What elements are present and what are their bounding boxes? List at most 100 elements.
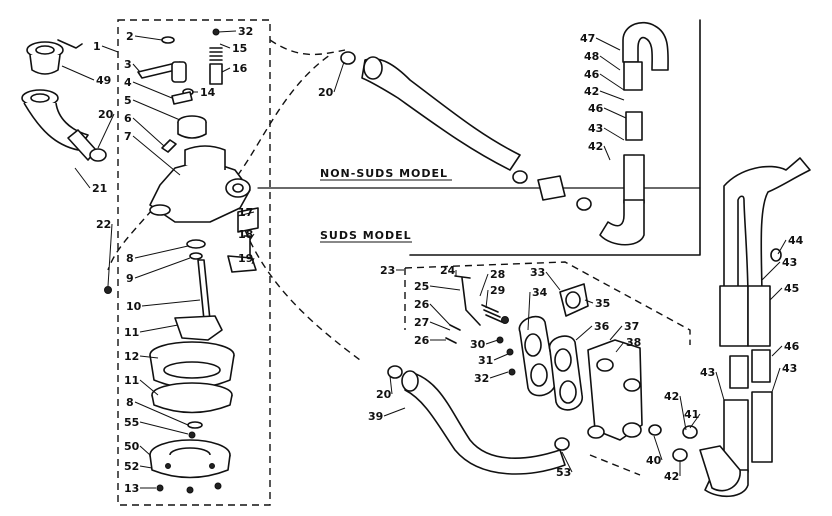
callout-c32a: 32 bbox=[238, 25, 253, 38]
pump-cover-parts bbox=[137, 28, 259, 494]
callout-c42c: 42 bbox=[664, 390, 679, 403]
leader-line-c11b bbox=[139, 379, 159, 396]
leader-line-c5 bbox=[132, 99, 181, 121]
suds-parts bbox=[387, 157, 811, 498]
leader-line-c49 bbox=[61, 65, 95, 81]
callout-c1: 1 bbox=[93, 40, 101, 53]
callout-c10: 10 bbox=[126, 300, 142, 313]
callout-c43d: 43 bbox=[782, 256, 797, 269]
leader-line-c42b bbox=[603, 145, 611, 161]
leader-line-c42c bbox=[679, 395, 687, 431]
callout-c45: 45 bbox=[784, 282, 799, 295]
elbow-hose-21 bbox=[21, 89, 97, 161]
leader-line-c8a bbox=[134, 245, 189, 259]
leader-line-c4 bbox=[132, 81, 173, 99]
leader-line-c31 bbox=[493, 353, 509, 361]
callout-c21: 21 bbox=[92, 182, 107, 195]
callout-c17: 17 bbox=[238, 206, 253, 219]
leader-line-c37 bbox=[609, 325, 623, 341]
callout-c26b: 26 bbox=[414, 334, 430, 347]
leader-line-c2 bbox=[134, 35, 163, 41]
callout-c23: 23 bbox=[380, 264, 395, 277]
leader-line-c44 bbox=[777, 239, 787, 255]
hose-clamp-20 bbox=[89, 148, 107, 162]
leader-line-c42a bbox=[599, 90, 625, 101]
suds-model-heading: SUDS MODEL bbox=[320, 229, 412, 242]
leader-line-c30 bbox=[485, 339, 499, 345]
callout-c12: 12 bbox=[124, 350, 139, 363]
screw-22 bbox=[104, 286, 112, 294]
callout-c24: 24 bbox=[440, 264, 456, 277]
main-pump-frame bbox=[117, 19, 271, 506]
leader-line-c18 bbox=[249, 233, 255, 241]
callout-c43a: 43 bbox=[588, 122, 603, 135]
callout-c46a: 46 bbox=[584, 68, 600, 81]
leader-line-c21 bbox=[74, 167, 91, 189]
leader-line-c32a bbox=[217, 30, 237, 33]
callout-c20a: 20 bbox=[98, 108, 114, 121]
callout-c48: 48 bbox=[584, 50, 599, 63]
leader-line-c35 bbox=[584, 299, 594, 304]
leader-line-c52 bbox=[139, 465, 153, 469]
callout-c8b: 8 bbox=[126, 396, 134, 409]
non-suds-model-heading: NON-SUDS MODEL bbox=[320, 167, 448, 180]
callout-c43c: 43 bbox=[782, 362, 797, 375]
leader-line-c39 bbox=[383, 407, 406, 417]
leader-line-c53 bbox=[561, 451, 573, 473]
callout-c42b: 42 bbox=[588, 140, 603, 153]
leader-line-c46c bbox=[771, 345, 783, 357]
callout-c3: 3 bbox=[124, 58, 132, 71]
callout-c55: 55 bbox=[124, 416, 139, 429]
callout-c42a: 42 bbox=[584, 85, 599, 98]
callout-c5: 5 bbox=[124, 94, 132, 107]
leader-line-c25 bbox=[429, 285, 461, 291]
callout-c43b: 43 bbox=[700, 366, 715, 379]
callout-c20b: 20 bbox=[318, 86, 334, 99]
leader-line-c28 bbox=[479, 273, 489, 297]
leader-line-c47 bbox=[595, 37, 621, 51]
callout-c52: 52 bbox=[124, 460, 139, 473]
callout-c33: 33 bbox=[530, 266, 545, 279]
callout-c6: 6 bbox=[124, 112, 132, 125]
callout-c27: 27 bbox=[414, 316, 429, 329]
leader-line-c32b bbox=[489, 371, 509, 379]
callout-c37: 37 bbox=[624, 320, 639, 333]
connection-paths bbox=[107, 39, 361, 361]
callout-c29: 29 bbox=[490, 284, 505, 297]
callout-c49: 49 bbox=[96, 74, 111, 87]
leader-line-c46b bbox=[603, 107, 627, 119]
leader-line-c1 bbox=[101, 45, 119, 53]
callout-labels: 1234567889101111121314151617181920202021… bbox=[61, 25, 804, 495]
leader-line-c17 bbox=[237, 211, 255, 217]
callout-c11b: 11 bbox=[124, 374, 139, 387]
callout-c35: 35 bbox=[595, 297, 610, 310]
callout-c46b: 46 bbox=[588, 102, 604, 115]
callout-c41: 41 bbox=[684, 408, 699, 421]
callout-c26a: 26 bbox=[414, 298, 430, 311]
callout-c31: 31 bbox=[478, 354, 493, 367]
leader-line-c26a bbox=[429, 303, 451, 326]
leader-line-c20c bbox=[389, 375, 393, 395]
leader-line-c11a bbox=[139, 324, 179, 333]
leader-line-c7 bbox=[132, 135, 181, 176]
leader-line-c45 bbox=[769, 287, 783, 301]
outlet-flange-49 bbox=[26, 39, 83, 75]
callout-c28: 28 bbox=[490, 268, 505, 281]
leader-line-c43a bbox=[603, 127, 625, 141]
leader-line-c33 bbox=[545, 271, 561, 291]
callout-c30: 30 bbox=[470, 338, 486, 351]
leader-line-c19 bbox=[251, 257, 255, 265]
callout-c16: 16 bbox=[232, 62, 248, 75]
callout-c22: 22 bbox=[96, 218, 111, 231]
suds-frame bbox=[404, 261, 691, 476]
leader-line-c43c bbox=[771, 367, 781, 393]
leader-line-c3 bbox=[132, 63, 141, 73]
leader-line-c22 bbox=[107, 223, 113, 287]
callout-c14: 14 bbox=[200, 86, 216, 99]
leader-line-c46a bbox=[599, 73, 625, 91]
callout-c20c: 20 bbox=[376, 388, 392, 401]
callout-c7: 7 bbox=[124, 130, 132, 143]
leader-line-c41 bbox=[689, 413, 701, 429]
leader-line-c43b bbox=[715, 371, 725, 401]
